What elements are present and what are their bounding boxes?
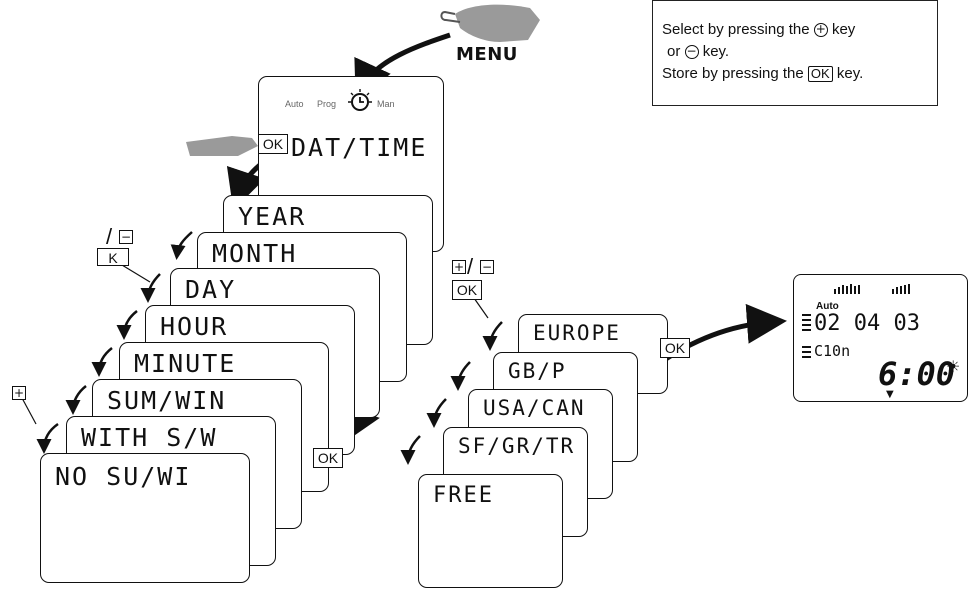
level-icon: [802, 314, 811, 331]
region-sfgrtr-label: SF/GR/TR: [458, 434, 576, 458]
instruction-line-3: Store by pressing the OK key.: [662, 65, 863, 82]
instruction-box: Select by pressing the + key or − key. S…: [652, 0, 938, 106]
display-mode: C10n: [814, 342, 851, 360]
instruction-text: Select by pressing the: [662, 21, 810, 38]
instruction-line-1: Select by pressing the + key: [662, 21, 855, 38]
year-label: YEAR: [238, 202, 307, 231]
minus-key-icon: −: [684, 44, 699, 60]
ok-key: OK: [258, 134, 288, 154]
k-pointer: [121, 264, 151, 283]
k-key: K: [97, 248, 129, 266]
region-usa-label: USA/CAN: [483, 396, 586, 420]
plus-key: +: [452, 260, 466, 274]
menu-label: MENU: [456, 44, 518, 65]
display-auto-label: Auto: [816, 301, 839, 312]
with-sw-label: WITH S/W: [81, 423, 218, 452]
slash-label: /: [106, 224, 113, 249]
hour-label: HOUR: [160, 312, 229, 341]
step-arrow: [36, 422, 59, 454]
display-date: 02 04 03: [814, 311, 920, 336]
display-time: 6:00: [878, 355, 956, 393]
slash-label: /: [467, 254, 474, 279]
region-free-label: FREE: [433, 483, 494, 508]
step-arrow: [482, 321, 503, 351]
sun-icon: ☀: [946, 357, 961, 376]
instruction-text: key: [831, 21, 856, 38]
sum-win-label: SUM/WIN: [107, 386, 227, 415]
clock-icon: [348, 89, 372, 111]
instruction-text: key.: [836, 65, 864, 82]
instruction-text: key.: [702, 43, 730, 60]
pointing-hand-icon: [186, 136, 258, 156]
instruction-line-2: or − key.: [667, 43, 729, 60]
ok-key: OK: [313, 448, 343, 468]
step-arrow: [140, 273, 161, 303]
ok-key: OK: [660, 338, 690, 358]
instruction-text: or: [667, 43, 681, 60]
step-arrow: [91, 347, 113, 377]
date-time-label: DAT/TIME: [291, 133, 428, 162]
step-arrow: [426, 398, 447, 428]
mode-man: Man: [377, 99, 395, 109]
region-gbp-label: GB/P: [508, 359, 567, 383]
mode-auto: Auto: [285, 99, 304, 109]
final-display: Auto 02 04 03 C10n 6:00 ☀ ▼: [793, 274, 968, 402]
no-suwi-card: NO SU/WI: [40, 453, 250, 583]
month-label: MONTH: [212, 239, 298, 268]
ok-key-icon: OK: [807, 66, 833, 82]
step-arrow: [400, 435, 421, 465]
key-pointer: [473, 297, 489, 319]
mode-prog: Prog: [317, 99, 337, 109]
ok-key: OK: [452, 280, 482, 300]
region-europe-label: EUROPE: [533, 321, 621, 345]
pointer-icon: ▼: [886, 389, 894, 400]
signal-bars-icon: [834, 284, 910, 294]
region-free-card: FREE: [418, 474, 563, 588]
plus-key-icon: +: [813, 22, 828, 38]
minus-key: −: [480, 260, 494, 274]
minus-key: −: [119, 230, 133, 244]
pointing-hand-icon: [440, 4, 540, 42]
day-label: DAY: [185, 275, 237, 304]
step-arrow: [116, 310, 138, 340]
instruction-text: Store by pressing the: [662, 65, 804, 82]
step-arrow: [170, 231, 193, 260]
minute-label: MINUTE: [134, 349, 237, 378]
step-arrow: [450, 361, 471, 391]
plus-key: +: [12, 386, 26, 400]
level-icon: [802, 346, 811, 358]
plus-pointer: [21, 397, 37, 425]
no-suwi-label: NO SU/WI: [55, 462, 192, 491]
step-arrow: [65, 385, 87, 415]
